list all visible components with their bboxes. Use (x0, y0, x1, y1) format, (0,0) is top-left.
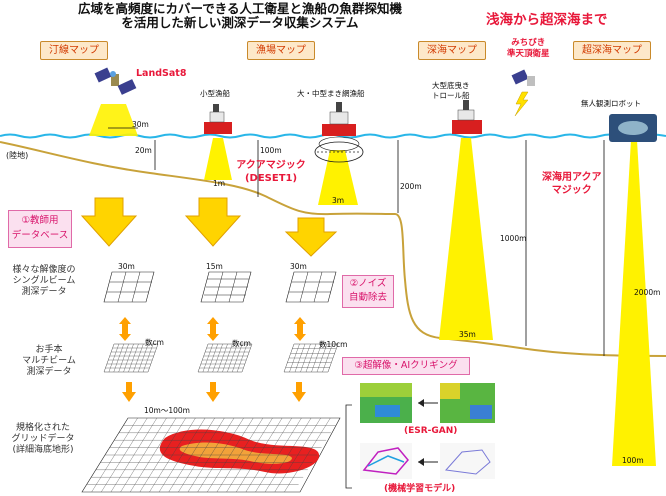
seabed-profile (0, 141, 666, 357)
michibiki-satellite-icon (511, 69, 535, 117)
super-resolution-box: ③超解像・AIクリギング (342, 357, 470, 375)
page-title: 広域を高頻度にカバーできる人工衛星と漁船の魚群探知機 を活用した新しい測深データ… (77, 1, 402, 30)
esr-gan-label: (ESR-GAN) (404, 426, 458, 436)
robot-depth-label: 2000m (634, 288, 661, 297)
bracket (345, 404, 352, 489)
landsat-beam (89, 104, 138, 136)
down-arrows (80, 197, 338, 257)
sat-depth-label: 20m (135, 146, 152, 155)
aqua-magic-label: アクアマジック (DESET1) (236, 160, 306, 184)
deep-aqua-magic-label: 深海用アクア マジック (542, 172, 602, 196)
landsat-satellite-icon (94, 67, 137, 95)
multi-beam-gridlines (105, 343, 337, 373)
tag-fishing-map: 漁場マップ (247, 41, 315, 60)
trawl-width-label: 35m (459, 330, 476, 339)
tag-shoreline-map: 汀線マップ (40, 41, 108, 60)
final-gridlines (86, 417, 336, 493)
multi-res-1: 数cm (145, 338, 164, 347)
grid-res-1: 30m (118, 262, 135, 271)
depth-arrows (108, 127, 605, 356)
ml-model-label: (機械学習モデル) (384, 484, 456, 494)
grid-range-label: 10m～100m (144, 406, 190, 415)
robot-width-label: 100m (622, 456, 644, 465)
trawl-depth-label: 200m (400, 182, 422, 191)
small-boat-beam (204, 138, 232, 180)
purse-seine-boat-icon (314, 102, 364, 163)
medium-width-label: 3m (332, 196, 345, 205)
small-down-arrows (122, 382, 306, 402)
esr-gan-images (360, 383, 495, 423)
deep-depth-label: 1000m (500, 234, 527, 243)
tag-ultra-deep-map: 超深海マップ (573, 41, 651, 60)
michibiki-label: みちびき 準天頂衛星 (507, 38, 550, 59)
noise-removal-box: ②ノイズ 自動除去 (342, 275, 394, 308)
single-beam-label: 様々な解像度の シングルビーム 測深データ (12, 265, 76, 297)
grid-res-3: 30m (290, 262, 307, 271)
land-label: (陸地) (6, 151, 29, 160)
ml-images (360, 443, 495, 479)
robot-icon (609, 114, 657, 142)
small-boat-icon (204, 104, 232, 134)
trawler-icon (452, 100, 482, 134)
grid-res-2: 15m (206, 262, 223, 271)
multi-res-2: 数cm (232, 339, 251, 348)
tag-deep-map: 深海マップ (418, 41, 486, 60)
robot-label: 無人観測ロボット (581, 99, 641, 108)
robot-beam (612, 140, 656, 466)
multi-beam-label: お手本 マルチビーム 測深データ (22, 345, 76, 377)
single-beam-gridlines (107, 271, 334, 303)
medium-boat-beam (318, 150, 358, 205)
double-arrows (119, 317, 306, 341)
grid-data-label: 規格化された グリッドデータ (詳細海底地形) (11, 423, 75, 455)
small-width-label: 1m (213, 179, 226, 188)
headline: 浅海から超深海まで (486, 12, 608, 28)
small-boat-label: 小型漁船 (200, 89, 230, 98)
landsat-label: LandSat8 (136, 68, 187, 79)
purse-seine-label: 大・中型まき網漁船 (297, 89, 365, 98)
trawler-beam (439, 138, 493, 340)
multi-res-3: 数10cm (319, 340, 348, 349)
trawler-label: 大型底曳き トロール船 (432, 81, 470, 100)
teacher-database-box: ①教師用 データベース (8, 210, 72, 248)
sat-width-label: 30m (132, 120, 149, 129)
small-depth-label: 100m (260, 146, 282, 155)
